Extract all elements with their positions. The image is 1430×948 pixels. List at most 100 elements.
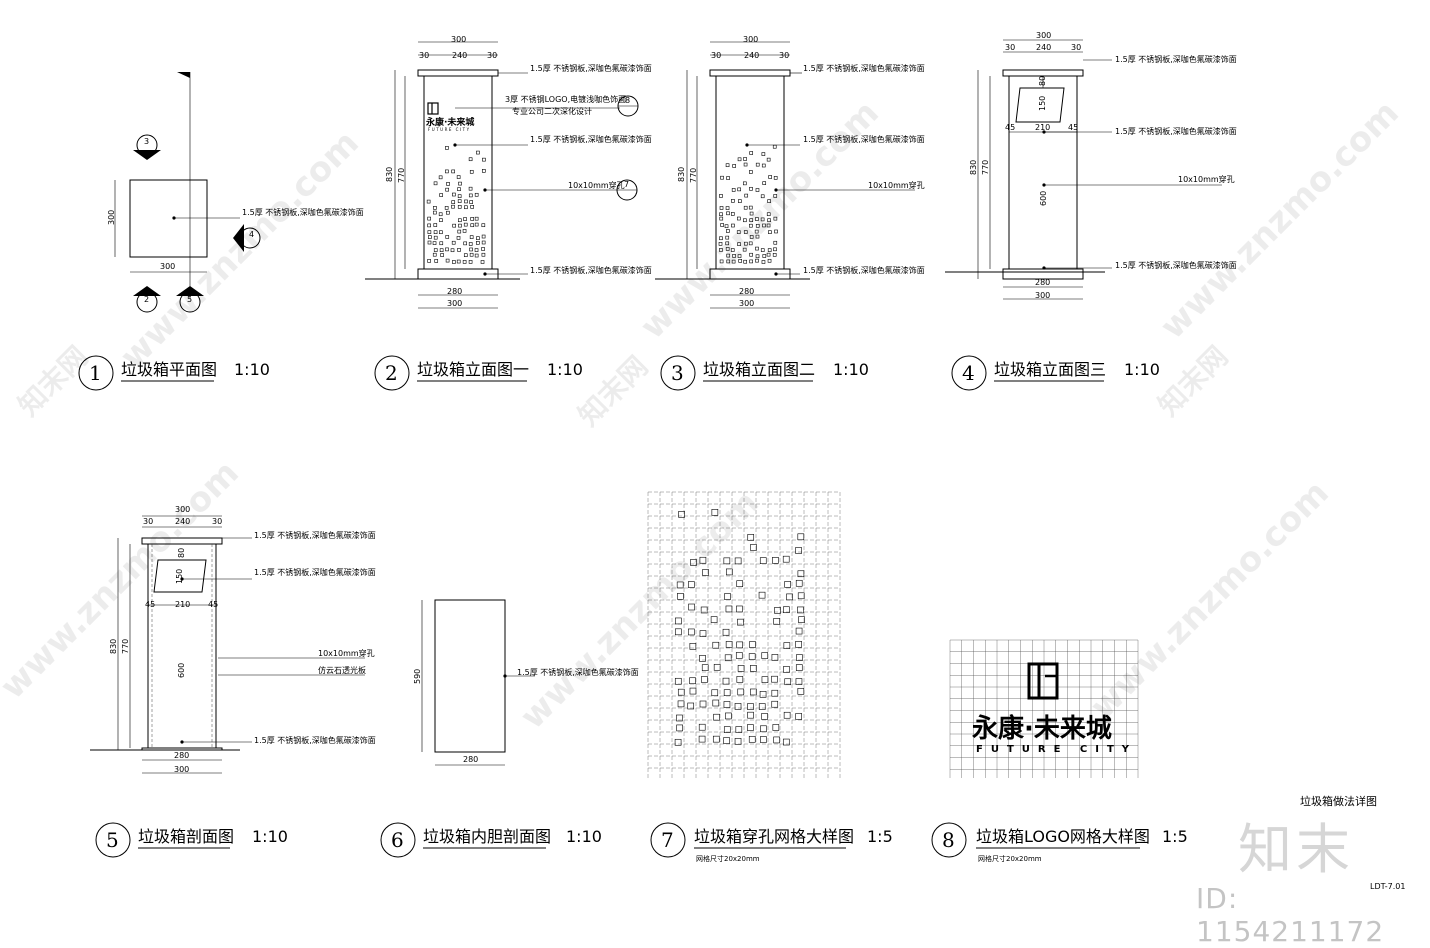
dim-bottom-280: 280: [447, 287, 462, 296]
svg-text:1:10: 1:10: [566, 827, 602, 846]
svg-text:网格尺寸20x20mm: 网格尺寸20x20mm: [978, 854, 1042, 863]
perforation-hole: [445, 187, 449, 192]
perforation-hole: [712, 735, 720, 743]
perforation-hole: [445, 247, 449, 252]
perforation-hole: [724, 224, 729, 229]
perforation-hole: [749, 170, 753, 174]
perforation-hole: [755, 223, 760, 228]
perforation-hole: [463, 217, 467, 221]
perforation-hole: [736, 580, 744, 588]
svg-text:1.5厚 不锈钢板,深咖色氟碳漆饰面: 1.5厚 不锈钢板,深咖色氟碳漆饰面: [517, 667, 639, 677]
perforation-hole: [758, 591, 766, 599]
view-7-perforation-grid: [647, 491, 841, 778]
svg-text:3: 3: [144, 137, 149, 146]
perforation-hole: [451, 200, 456, 204]
callout-logo-2: 专业公司二次深化设计: [512, 106, 592, 116]
perforation-hole: [784, 581, 791, 588]
perforation-hole: [463, 253, 468, 257]
perforation-hole: [468, 157, 473, 162]
perforation-hole: [675, 617, 682, 625]
perforation-hole: [445, 258, 450, 263]
perforation-hole: [784, 678, 792, 686]
title-view-7: 7 垃圾箱穿孔网格大样图 1:5 网格尺寸20x20mm: [650, 822, 893, 863]
svg-text:770: 770: [121, 639, 130, 654]
perforation-hole: [735, 652, 743, 659]
perforation-hole: [726, 211, 730, 216]
perforation-hole: [674, 677, 682, 685]
perforation-hole: [725, 605, 733, 613]
perforation-hole: [766, 157, 771, 162]
perforation-hole: [749, 186, 753, 191]
perforation-hole: [767, 199, 771, 203]
callout-panel: 1.5厚 不锈钢板,深咖色氟碳漆饰面: [1115, 126, 1237, 136]
perforation-hole: [748, 653, 756, 660]
grid-lines: [647, 491, 841, 778]
svg-text:80: 80: [1038, 76, 1047, 86]
perforation-hole: [795, 627, 803, 635]
perforation-hole: [743, 157, 747, 161]
perforation-hole: [433, 235, 438, 240]
perforation-hole: [469, 252, 474, 257]
perforation-hole: [766, 212, 771, 217]
logo-cn-text: 永康·未来城: [972, 713, 1112, 744]
svg-text:300: 300: [739, 299, 754, 308]
perforation-hole: [462, 260, 467, 264]
svg-text:垃圾箱穿孔网格大样图: 垃圾箱穿孔网格大样图: [694, 827, 854, 846]
title-view-5: 5 垃圾箱剖面图 1:10: [95, 822, 288, 858]
perforation-hole: [743, 162, 748, 167]
perforation-hole: [743, 259, 748, 264]
perforation-hole: [732, 254, 736, 258]
perforation-pattern: [718, 144, 778, 264]
perforation-hole: [439, 241, 444, 246]
svg-text:300: 300: [175, 505, 190, 514]
perforation-hole: [735, 726, 743, 733]
perforation-hole: [731, 223, 735, 228]
svg-text:600: 600: [177, 663, 186, 678]
perforation-hole: [719, 236, 723, 241]
perforation-hole: [737, 242, 741, 246]
svg-text:770: 770: [689, 168, 698, 183]
perforation-hole: [719, 212, 723, 217]
perforation-hole: [747, 724, 754, 731]
perforation-pattern: [426, 146, 486, 264]
svg-text:垃圾箱立面图三: 垃圾箱立面图三: [994, 360, 1106, 379]
perforation-hole: [688, 628, 695, 636]
perforation-hole: [750, 665, 757, 672]
perforation-hole: [747, 703, 754, 710]
perforation-hole: [689, 687, 697, 695]
perforation-hole: [676, 581, 684, 589]
perforation-hole: [795, 641, 802, 648]
perforation-hole: [719, 194, 723, 198]
perforation-hole: [768, 230, 772, 234]
perforation-hole: [432, 252, 437, 257]
svg-text:1.5厚 不锈钢板,深咖色氟碳漆饰面: 1.5厚 不锈钢板,深咖色氟碳漆饰面: [254, 567, 376, 577]
svg-text:45: 45: [208, 600, 218, 609]
svg-text:45: 45: [1005, 123, 1015, 132]
perforation-hole: [438, 175, 443, 180]
perforation-hole: [468, 186, 473, 191]
perforation-hole: [766, 223, 771, 228]
perforation-hole: [734, 557, 742, 565]
perforation-hole: [773, 216, 778, 221]
perforation-hole: [699, 655, 706, 662]
perforation-hole: [771, 700, 779, 708]
perforation-hole: [713, 663, 721, 671]
perforation-hole: [445, 235, 450, 239]
perforation-hole: [724, 593, 731, 600]
perforation-hole: [688, 581, 695, 588]
dim-plan-depth: 300: [107, 210, 116, 225]
perforation-hole: [698, 723, 706, 731]
perforation-hole: [758, 703, 766, 710]
svg-text:770: 770: [981, 160, 990, 175]
title-view-1: 1 垃圾箱平面图 1:10: [78, 355, 270, 391]
svg-text:7: 7: [624, 180, 629, 189]
view-8-logo-grid: 永康·未来城 FUTURE CITY: [949, 639, 1139, 778]
perforation-hole: [688, 603, 695, 611]
perforation-hole: [774, 607, 781, 614]
perforation-hole: [750, 544, 757, 551]
perforation-hole: [734, 703, 742, 710]
svg-text:垃圾箱立面图二: 垃圾箱立面图二: [703, 360, 815, 379]
svg-text:2: 2: [144, 295, 149, 304]
svg-text:4: 4: [249, 230, 254, 239]
